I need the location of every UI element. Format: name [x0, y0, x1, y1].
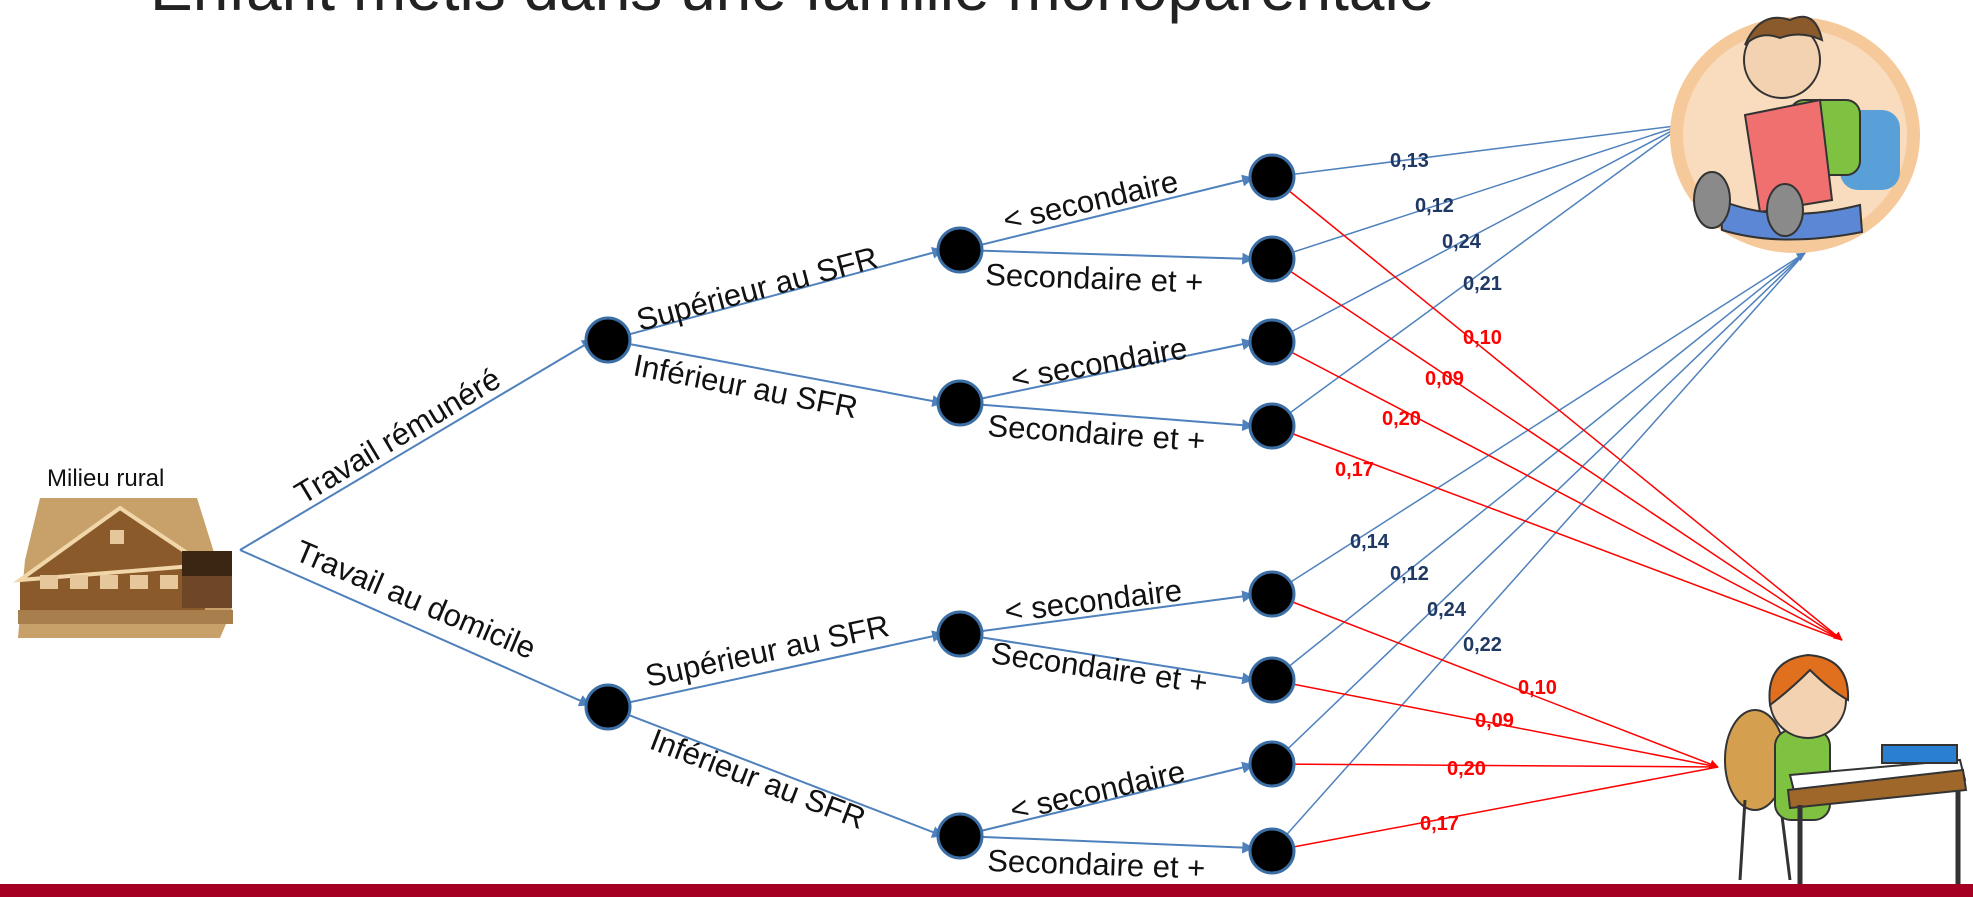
label-lt-secondaire-1: < secondaire	[1000, 164, 1182, 238]
node-leaf-5	[1248, 570, 1296, 618]
node-leaf-4	[1248, 402, 1296, 450]
edge-labels: Travail rémunéré Travail au domicile Sup…	[289, 164, 1210, 886]
node-travail-domicile	[584, 683, 632, 731]
label-secondaire-plus-4: Secondaire et +	[987, 843, 1206, 886]
label-lt-secondaire-3: < secondaire	[1003, 572, 1184, 628]
label-travail-domicile: Travail au domicile	[290, 533, 541, 666]
boy-reading-icon	[1670, 15, 1920, 253]
tree-edges	[239, 121, 1843, 854]
node-inferieur-sfr-bottom	[936, 812, 984, 860]
edge-lt-secondaire-1	[959, 174, 1255, 251]
label-travail-remunere: Travail rémunéré	[289, 361, 507, 511]
edge-red-4	[1271, 425, 1843, 641]
probability-values: 0,13 0,12 0,24 0,21 0,14 0,12 0,24 0,22 …	[1335, 150, 1557, 835]
value-red-6: 0,09	[1475, 710, 1514, 732]
node-leaf-3	[1248, 318, 1296, 366]
label-secondaire-plus-2: Secondaire et +	[987, 408, 1207, 458]
edge-lt-secondaire-2	[959, 338, 1255, 404]
edge-secondaire-plus-3	[959, 633, 1255, 685]
node-leaf-6	[1248, 656, 1296, 704]
edge-superieur-sfr-bottom	[607, 630, 945, 708]
node-travail-remunere	[584, 316, 632, 364]
value-red-2: 0,09	[1425, 368, 1464, 390]
edge-travail-remunere	[239, 339, 595, 551]
footer-bar	[0, 884, 1973, 897]
edge-lt-secondaire-4	[959, 761, 1255, 837]
edge-red-2	[1271, 258, 1843, 641]
edge-blue-7	[1271, 252, 1806, 765]
value-blue-5: 0,14	[1350, 531, 1390, 553]
edge-red-1	[1271, 176, 1843, 641]
edge-secondaire-plus-2	[959, 402, 1255, 432]
edge-blue-6	[1271, 252, 1806, 681]
node-inferieur-sfr-top	[936, 379, 984, 427]
edge-blue-5	[1271, 252, 1806, 595]
edge-blue-8	[1271, 252, 1806, 852]
tree-nodes	[584, 153, 1296, 875]
node-leaf-8	[1248, 827, 1296, 875]
node-leaf-2	[1248, 235, 1296, 283]
label-inferieur-sfr-bottom: Inférieur au SFR	[645, 722, 870, 836]
value-blue-8: 0,22	[1463, 634, 1502, 656]
edge-red-8	[1271, 766, 1719, 852]
edge-red-6	[1271, 679, 1719, 768]
value-blue-7: 0,24	[1427, 599, 1467, 621]
edge-blue-1	[1271, 121, 1684, 178]
value-blue-4: 0,21	[1463, 273, 1502, 295]
label-superieur-sfr-bottom: Supérieur au SFR	[642, 608, 892, 694]
edge-lt-secondaire-3	[959, 590, 1255, 635]
diagram-title: Enfant métis dans une famille monoparent…	[150, 0, 1434, 24]
value-red-7: 0,20	[1447, 758, 1486, 780]
edge-inferieur-sfr-top	[607, 339, 945, 407]
edge-inferieur-sfr-bottom	[607, 706, 945, 838]
milieu-label: Milieu rural	[47, 465, 164, 492]
edge-blue-3	[1271, 124, 1684, 343]
node-leaf-7	[1248, 740, 1296, 788]
edge-red-7	[1271, 763, 1719, 768]
node-leaf-1	[1248, 153, 1296, 201]
value-red-1: 0,10	[1463, 327, 1502, 349]
edge-red-5	[1271, 593, 1719, 769]
value-red-3: 0,20	[1382, 408, 1421, 430]
value-blue-2: 0,12	[1415, 195, 1454, 217]
label-secondaire-plus-1: Secondaire et +	[985, 257, 1204, 300]
edge-secondaire-plus-4	[959, 835, 1255, 854]
label-superieur-sfr-top: Supérieur au SFR	[633, 240, 882, 338]
node-superieur-sfr-top	[936, 226, 984, 274]
rural-house-icon	[13, 498, 233, 638]
edge-blue-4	[1271, 124, 1684, 427]
value-blue-1: 0,13	[1390, 150, 1429, 172]
node-superieur-sfr-bottom	[936, 610, 984, 658]
label-lt-secondaire-4: < secondaire	[1007, 754, 1189, 828]
value-blue-3: 0,24	[1442, 231, 1482, 253]
value-red-4: 0,17	[1335, 459, 1374, 481]
value-red-5: 0,10	[1518, 677, 1557, 699]
girl-writing-icon	[1724, 653, 1968, 884]
edge-superieur-sfr-top	[607, 247, 945, 341]
label-secondaire-plus-3: Secondaire et +	[989, 635, 1210, 700]
label-inferieur-sfr-top: Inférieur au SFR	[631, 348, 861, 426]
label-lt-secondaire-2: < secondaire	[1008, 330, 1190, 395]
value-blue-6: 0,12	[1390, 563, 1429, 585]
edge-red-3	[1271, 341, 1843, 641]
edge-secondaire-plus-1	[959, 249, 1255, 265]
edge-travail-domicile	[239, 549, 592, 707]
value-red-8: 0,17	[1420, 813, 1459, 835]
edge-blue-2	[1271, 124, 1684, 260]
